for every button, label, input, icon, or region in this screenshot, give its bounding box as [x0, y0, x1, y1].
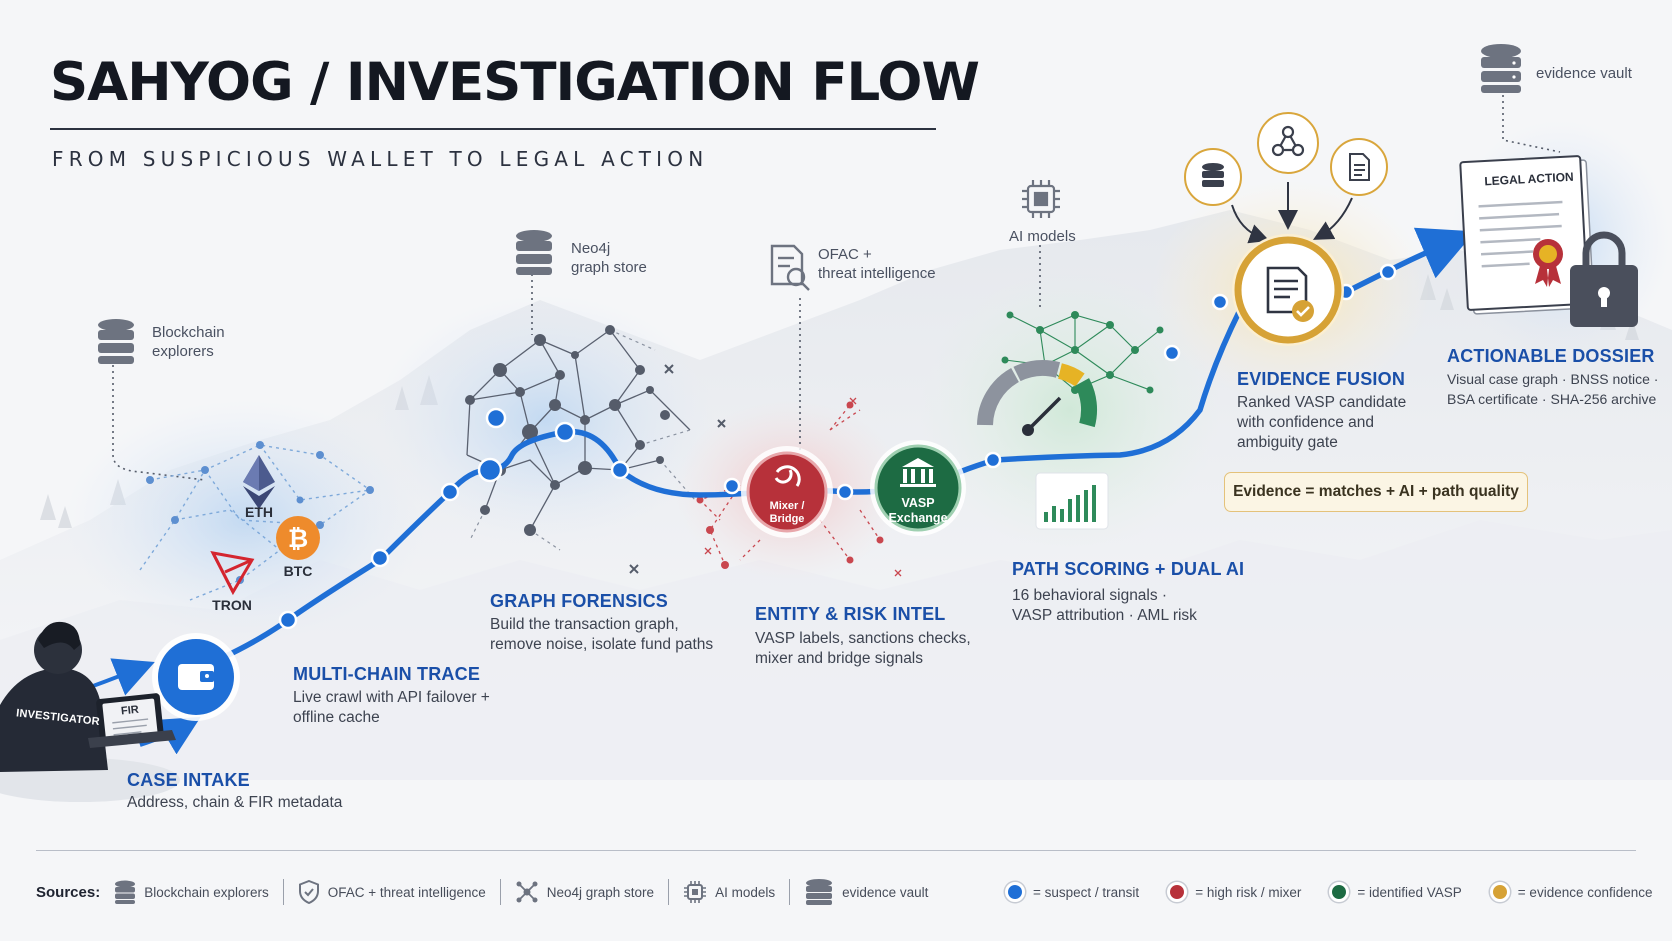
stage-title-actionable-dossier: ACTIONABLE DOSSIER: [1447, 346, 1655, 366]
stage-glow-areas: [65, 120, 1670, 640]
callout-evidence-vault: evidence vault: [1536, 65, 1632, 82]
source-item-ai: AI models: [683, 880, 775, 904]
graph-icon: [516, 881, 538, 903]
stage-desc-actionable-dossier: Visual case graph · BNSS notice · BSA ce…: [1447, 371, 1659, 407]
sources-label: Sources:: [36, 883, 101, 901]
vasp-node: [870, 440, 966, 536]
legend-dot-green: [1329, 882, 1350, 902]
source-label-neo4j: Neo4j graph store: [546, 884, 655, 900]
legend-item-confidence: = evidence confidence: [1489, 882, 1653, 902]
investigator-figure: [0, 621, 180, 802]
stage-title-multi-chain-trace: MULTI-CHAIN TRACE: [293, 664, 481, 684]
btc-logo-icon: ₿: [276, 516, 320, 560]
red-risk-links: [696, 397, 902, 577]
page-subtitle: FROM SUSPICIOUS WALLET TO LEGAL ACTION: [52, 147, 709, 171]
stage-desc-evidence-fusion: Ranked VASP candidate with confidence an…: [1237, 394, 1407, 451]
sources-footer: Sources: Blockchain explorers OFAC + thr…: [36, 877, 928, 907]
ai-chip-icon: [1022, 180, 1060, 218]
legend-label: = high risk / mixer: [1195, 884, 1302, 900]
footer-separator: [668, 879, 670, 905]
chip-icon: [684, 881, 707, 903]
callout-icons: [98, 44, 1521, 364]
score-bars-icon: [1035, 472, 1109, 530]
ofac-document-search-icon: [770, 244, 810, 291]
evidence-inputs: [1184, 112, 1388, 244]
source-item-blockchain: Blockchain explorers: [114, 880, 269, 904]
footer-separator: [282, 879, 284, 905]
source-label-ofac: OFAC + threat intelligence: [327, 884, 486, 900]
legal-document: [1459, 155, 1638, 327]
color-legend: = suspect / transit = high risk / mixer …: [1005, 877, 1653, 907]
legend-dot-red: [1167, 882, 1188, 902]
stage-title-entity-risk-intel: ENTITY & RISK INTEL: [755, 604, 946, 624]
chain-label-tron: TRON: [212, 597, 252, 613]
footer-separator: [499, 879, 501, 905]
mixer-node: [741, 446, 833, 538]
shield-icon: [298, 880, 319, 904]
legend-item-vasp: = identified VASP: [1329, 882, 1462, 902]
stage-desc-graph-forensics: Build the transaction graph, remove nois…: [490, 616, 714, 653]
database-icon: [115, 880, 136, 904]
main-flow-path: [81, 227, 1476, 755]
stage-title-path-scoring: PATH SCORING + DUAL AI: [1012, 559, 1245, 579]
chain-logos: ₿: [210, 455, 320, 596]
tron-logo-icon: [210, 550, 255, 596]
stage-desc-path-scoring: 16 behavioral signals · VASP attribution…: [1012, 587, 1197, 624]
source-label-vault: evidence vault: [842, 884, 929, 900]
stage-title-graph-forensics: GRAPH FORENSICS: [490, 591, 669, 611]
wallet-node: [152, 633, 240, 721]
vasp-node-label: VASP Exchange: [888, 496, 948, 525]
chain-label-eth: ETH: [245, 504, 273, 520]
title-divider: [50, 128, 936, 130]
stage-desc-multi-chain-trace: Live crawl with API failover + offline c…: [293, 689, 490, 726]
graph-cluster: [465, 325, 726, 574]
stage-desc-entity-risk-intel: VASP labels, sanctions checks, mixer and…: [755, 630, 971, 667]
page-title: SAHYOG / INVESTIGATION FLOW: [50, 52, 980, 113]
neo4j-database-icon: [516, 230, 552, 275]
legend-dot-gold: [1489, 882, 1510, 902]
legend-item-high-risk: = high risk / mixer: [1167, 882, 1301, 902]
blockchain-database-icon: [98, 319, 134, 364]
callout-ofac-threat-intel: OFAC + threat intelligence: [818, 246, 936, 282]
legend-label: = identified VASP: [1357, 884, 1462, 900]
legend-item-suspect: = suspect / transit: [1005, 882, 1139, 902]
risk-gauge: [977, 360, 1097, 436]
mixer-node-label: Mixer / Bridge: [769, 500, 805, 525]
source-item-vault: evidence vault: [804, 878, 928, 906]
legend-dot-blue: [1005, 882, 1025, 902]
vault-database-icon: [1481, 44, 1521, 93]
callout-blockchain-explorers: Blockchain explorers: [152, 324, 225, 360]
database-icon: [806, 879, 833, 905]
legend-label: = evidence confidence: [1517, 884, 1653, 900]
svg-text:₿: ₿: [288, 524, 308, 553]
footer-divider: [36, 850, 1636, 851]
stage-desc-case-intake: Address, chain & FIR metadata: [127, 794, 343, 811]
source-item-neo4j: Neo4j graph store: [515, 880, 654, 904]
callout-ai-models: AI models: [1009, 228, 1076, 245]
chain-label-btc: BTC: [283, 563, 313, 579]
legend-label: = suspect / transit: [1033, 884, 1140, 900]
evidence-fusion-node: [1232, 234, 1344, 346]
evidence-formula-box: Evidence = matches + AI + path quality: [1224, 472, 1528, 512]
source-label-blockchain: Blockchain explorers: [144, 884, 269, 900]
eth-logo-icon: [243, 455, 275, 509]
source-item-ofac: OFAC + threat intelligence: [298, 880, 486, 904]
footer-separator: [789, 879, 791, 905]
callout-neo4j-graph-store: Neo4j graph store: [571, 240, 647, 276]
stage-title-case-intake: CASE INTAKE: [127, 770, 250, 790]
source-label-ai: AI models: [715, 884, 776, 900]
stage-title-evidence-fusion: EVIDENCE FUSION: [1237, 369, 1406, 389]
